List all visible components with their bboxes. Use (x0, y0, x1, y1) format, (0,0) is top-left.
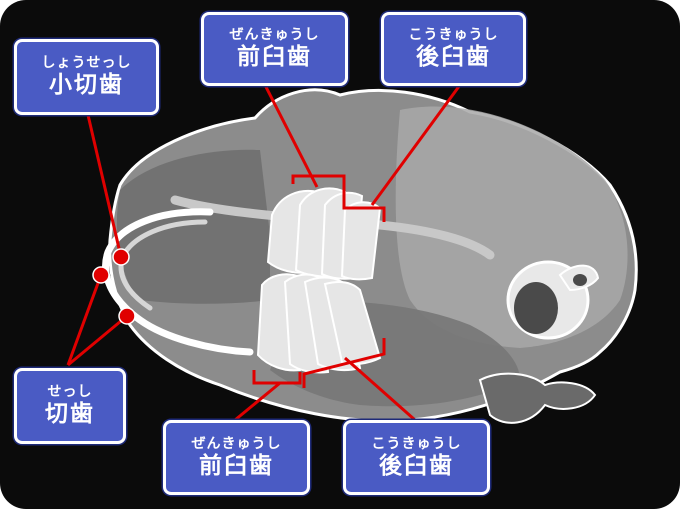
label-molar-lower-term: 後臼歯 (379, 452, 454, 480)
lower-jaw-lobes (480, 374, 595, 423)
pointer-small-incisor (88, 115, 121, 257)
label-molar-upper: こうきゅうし 後臼歯 (381, 12, 526, 86)
label-molar-upper-term: 後臼歯 (416, 43, 491, 71)
label-premolar-upper-ruby: ぜんきゅうし (230, 27, 320, 43)
label-molar-lower: こうきゅうし 後臼歯 (343, 420, 490, 495)
label-premolar-upper-term: 前臼歯 (237, 43, 312, 71)
dot-incisor-lower (119, 308, 135, 324)
label-molar-upper-ruby: こうきゅうし (409, 27, 499, 43)
label-premolar-upper: ぜんきゅうし 前臼歯 (201, 12, 348, 86)
label-small-incisor-term: 小切歯 (49, 71, 124, 99)
label-small-incisor-ruby: しょうせっし (42, 55, 132, 71)
dot-incisor-upper (93, 267, 109, 283)
label-premolar-lower: ぜんきゅうし 前臼歯 (163, 420, 310, 495)
dot-small-incisor (113, 249, 129, 265)
label-small-incisor: しょうせっし 小切歯 (14, 39, 159, 115)
label-premolar-lower-term: 前臼歯 (199, 452, 274, 480)
label-incisor-ruby: せっし (48, 384, 93, 400)
upper-cheek-teeth (268, 188, 380, 279)
label-incisor: せっし 切歯 (14, 368, 126, 444)
label-premolar-lower-ruby: ぜんきゅうし (192, 436, 282, 452)
label-molar-lower-ruby: こうきゅうし (372, 436, 462, 452)
label-incisor-term: 切歯 (45, 400, 95, 428)
